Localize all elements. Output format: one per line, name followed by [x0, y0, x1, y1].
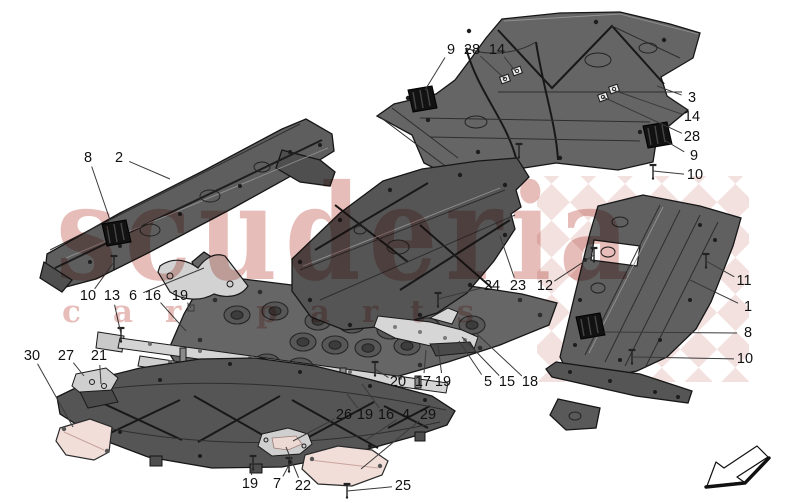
leader-line: [282, 464, 290, 477]
leader-line: [346, 393, 359, 409]
leader-line: [424, 57, 446, 91]
panel-centre-crossbrace: [291, 157, 530, 331]
leader-line: [499, 235, 515, 278]
panel-right-sill: [545, 194, 742, 431]
callout-10: 10: [80, 288, 96, 304]
callout-12: 12: [537, 278, 553, 294]
direction-arrow-icon: [704, 445, 771, 489]
bracket-with-pad: [257, 427, 313, 457]
leader-line: [251, 462, 254, 476]
leader-line: [374, 368, 389, 378]
callout-14: 14: [684, 109, 700, 125]
leader-line: [503, 56, 517, 73]
leader-line: [365, 419, 397, 441]
callout-30: 30: [24, 348, 40, 364]
rubber-bumper-icon: [101, 219, 132, 247]
callout-18: 18: [522, 374, 538, 390]
leader-line: [689, 279, 739, 304]
callout-3: 3: [688, 90, 696, 106]
callout-20: 20: [390, 374, 406, 390]
callout-28: 28: [684, 129, 700, 145]
callout-25: 25: [395, 478, 411, 494]
callout-13: 13: [104, 288, 120, 304]
leader-line: [160, 302, 187, 332]
callout-19: 19: [242, 476, 258, 492]
callout-9: 9: [447, 42, 455, 58]
leader-line: [285, 446, 300, 478]
leader-line: [360, 420, 420, 470]
leader-line: [461, 336, 500, 376]
callout-6: 6: [129, 288, 137, 304]
leader-line: [99, 364, 102, 385]
callout-21: 21: [91, 348, 107, 364]
leader-line: [705, 260, 735, 278]
callout-23: 23: [510, 278, 526, 294]
leader-line: [612, 89, 682, 115]
rubber-flap-left: [55, 418, 113, 461]
leader-line: [346, 486, 393, 492]
callout-27: 27: [58, 348, 74, 364]
leader-line: [37, 363, 74, 428]
callout-16: 16: [378, 407, 394, 423]
callout-28: 28: [464, 42, 480, 58]
callout-16: 16: [145, 288, 161, 304]
rubber-flap-centre: [301, 445, 389, 487]
callout-22: 22: [295, 478, 311, 494]
leader-line: [143, 267, 205, 294]
callout-8: 8: [84, 150, 92, 166]
callout-2: 2: [115, 150, 123, 166]
leader-line: [361, 383, 380, 409]
callout-19: 19: [172, 288, 188, 304]
leader-line: [423, 349, 427, 374]
leader-line: [91, 166, 111, 221]
callout-24: 24: [484, 278, 500, 294]
callout-19: 19: [435, 374, 451, 390]
callout-5: 5: [484, 374, 492, 390]
leader-line: [94, 261, 115, 290]
callout-9: 9: [690, 148, 698, 164]
leader-line: [663, 139, 685, 153]
callout-14: 14: [489, 42, 505, 58]
leader-line: [479, 55, 506, 80]
callout-17: 17: [415, 374, 431, 390]
callout-4: 4: [402, 407, 410, 423]
callout-11: 11: [736, 273, 751, 289]
callout-8: 8: [744, 325, 752, 341]
callout-1: 1: [744, 299, 752, 315]
leader-line: [458, 340, 483, 375]
leader-line: [114, 304, 122, 335]
leader-line: [475, 332, 523, 377]
rubber-bumper-icon: [642, 121, 673, 149]
callout-29: 29: [420, 407, 436, 423]
callout-26: 26: [336, 407, 352, 423]
leader-line: [72, 362, 85, 377]
leader-line: [437, 344, 443, 374]
leader-line: [292, 418, 335, 442]
panel-front-underbody-tray: [56, 357, 456, 474]
leader-line: [554, 254, 595, 282]
mounting-bracket-right: [373, 307, 479, 357]
rubber-bumper-icon: [407, 85, 438, 113]
callout-19: 19: [357, 407, 373, 423]
leader-line: [603, 331, 738, 334]
leader-line: [128, 160, 171, 180]
panel-rear-centre-underbody: [375, 11, 701, 178]
leader-line: [652, 170, 685, 175]
callout-10: 10: [737, 351, 753, 367]
callout-10: 10: [687, 167, 703, 183]
leader-line: [602, 96, 683, 134]
mounting-bracket-front: [157, 254, 249, 300]
callout-15: 15: [499, 374, 515, 390]
rubber-bumper-icon: [575, 312, 606, 340]
leader-line: [631, 356, 735, 360]
leader-square-marker: [187, 304, 195, 312]
callout-7: 7: [273, 476, 281, 492]
leader-line: [656, 85, 682, 96]
leader-line: [437, 287, 482, 300]
